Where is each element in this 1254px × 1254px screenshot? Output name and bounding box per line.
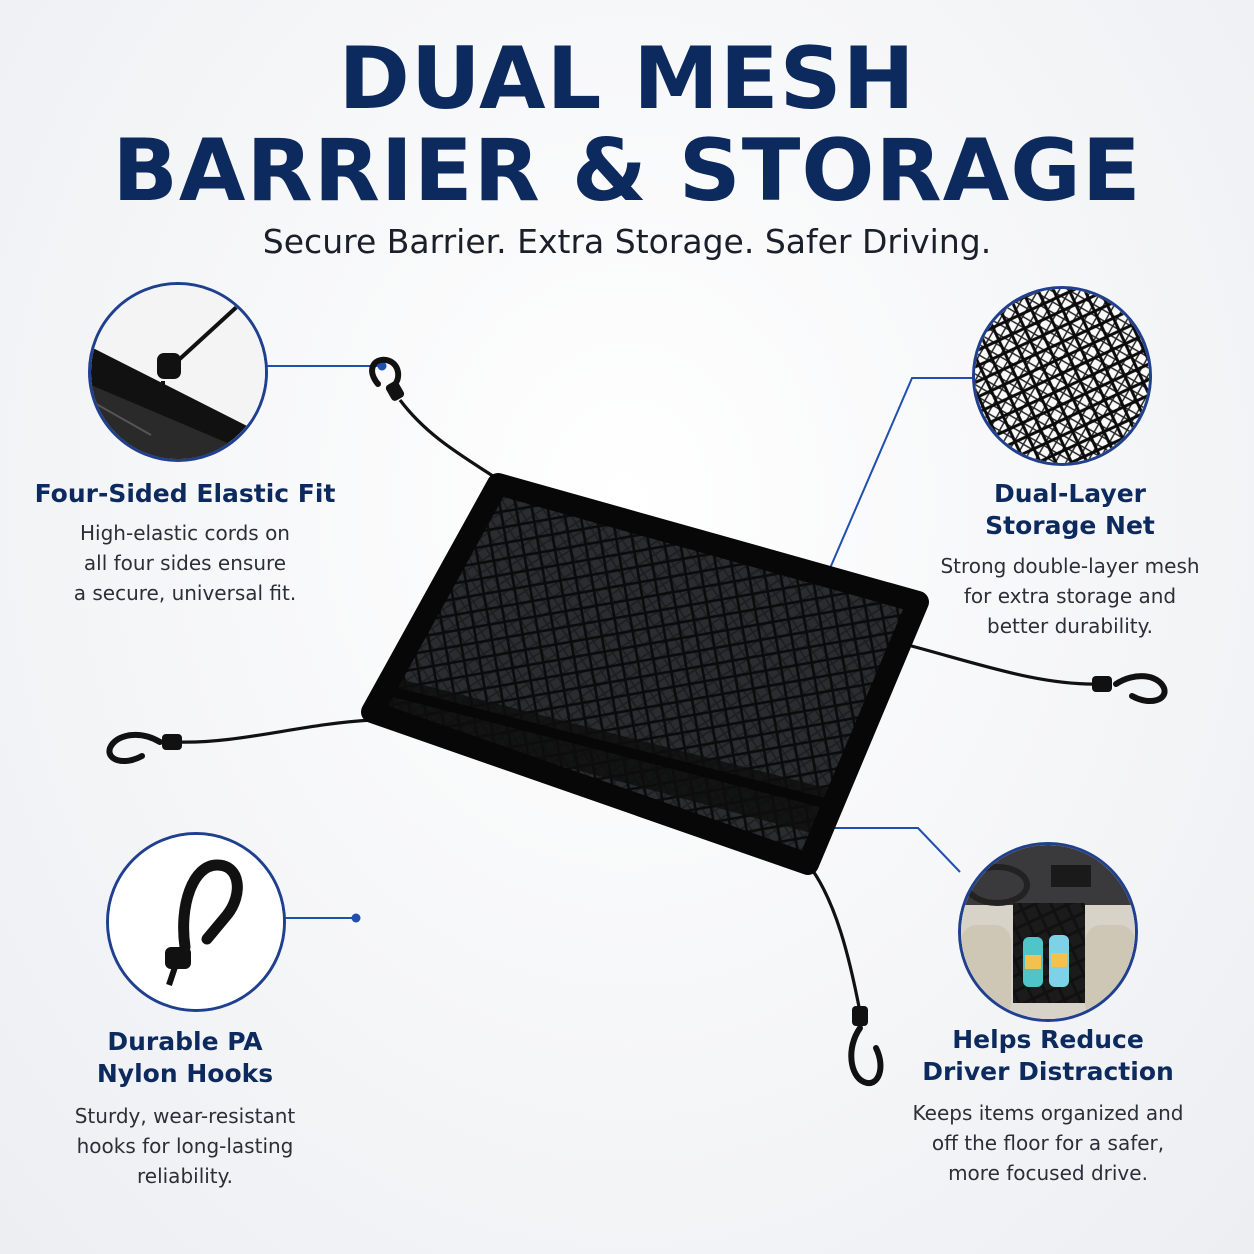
feature-title-elastic: Four-Sided Elastic Fit — [34, 479, 336, 508]
feature-desc-elastic: High-elastic cords on all four sides ens… — [30, 518, 340, 608]
desc-line: High-elastic cords on — [80, 521, 290, 545]
mesh-net — [361, 473, 929, 875]
feature-title-hooks: Durable PA Nylon Hooks — [40, 1026, 330, 1090]
feature-title-storage: Dual-Layer Storage Net — [920, 478, 1220, 542]
feature-title-distraction: Helps Reduce Driver Distraction — [900, 1024, 1196, 1088]
cord-right — [903, 642, 1103, 686]
hook-bottom — [848, 1006, 884, 1087]
feature-desc-hooks: Sturdy, wear-resistant hooks for long-la… — [40, 1101, 330, 1191]
cord-top-left — [398, 399, 509, 488]
hook-left — [106, 731, 182, 765]
desc-line: Keeps items organized and — [912, 1101, 1184, 1125]
title-line: Durable PA — [107, 1027, 263, 1056]
desc-line: more focused drive. — [948, 1161, 1148, 1185]
connector-storage — [805, 377, 972, 625]
elastic-cords — [175, 399, 1103, 1013]
desc-line: a secure, universal fit. — [73, 581, 297, 605]
desc-line: for extra storage and — [963, 584, 1177, 608]
cord-left — [175, 718, 373, 744]
feature-desc-distraction: Keeps items organized and off the floor … — [890, 1098, 1206, 1188]
page-title-line2: BARRIER & STORAGE — [112, 121, 1142, 221]
desc-line: Sturdy, wear-resistant — [74, 1104, 296, 1128]
elastic-cord-closeup-icon — [88, 282, 268, 462]
title-line: Nylon Hooks — [96, 1059, 274, 1088]
hook-top — [369, 356, 405, 401]
feature-desc-storage: Strong double-layer mesh for extra stora… — [920, 551, 1220, 641]
page-title-line1: DUAL MESH — [338, 29, 916, 129]
connector-distraction — [808, 827, 961, 873]
title-line: Helps Reduce — [952, 1025, 1144, 1054]
page-subtitle: Secure Barrier. Extra Storage. Safer Dri… — [262, 222, 992, 261]
desc-line: Strong double-layer mesh — [940, 554, 1200, 578]
desc-line: hooks for long-lasting — [76, 1134, 294, 1158]
hook-closeup-icon — [106, 832, 286, 1012]
desc-line: reliability. — [136, 1164, 233, 1188]
hook-right — [1092, 673, 1168, 705]
car-interior-icon — [958, 842, 1138, 1022]
cord-bottom — [806, 863, 862, 1013]
desc-line: all four sides ensure — [83, 551, 287, 575]
title-line: Dual-Layer — [994, 479, 1146, 508]
desc-line: better durability. — [987, 614, 1153, 638]
title-line: Storage Net — [985, 511, 1155, 540]
mesh-closeup-icon — [972, 286, 1152, 466]
desc-line: off the floor for a safer, — [931, 1131, 1165, 1155]
title-line: Driver Distraction — [922, 1057, 1174, 1086]
